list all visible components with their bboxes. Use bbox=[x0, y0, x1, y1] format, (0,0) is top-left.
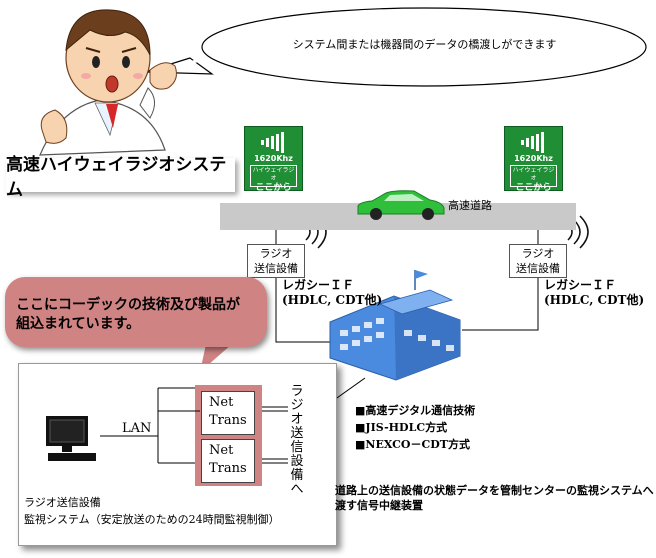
callout-text: ここにコーデックの技術及び製品が 組込まれています。 bbox=[16, 296, 260, 334]
feature-item: ■JIS-HDLC方式 bbox=[355, 421, 448, 434]
transmitter-line2: 送信設備 bbox=[516, 262, 560, 275]
car-icon bbox=[357, 190, 445, 220]
speech-bubble-text: システム間または機器間のデータの橋渡しができます bbox=[292, 38, 557, 51]
transmitter-line1: ラジオ bbox=[521, 247, 555, 260]
transmitter-line1: ラジオ bbox=[259, 247, 293, 260]
panel-caption: ラジオ送信設備 監視システム（安定放送のための24時間監視制御） bbox=[24, 494, 280, 528]
transmitter-line2: 送信設備 bbox=[254, 262, 298, 275]
radio-sign-left: 1620Khz ハイウェイラジオ ここから bbox=[244, 126, 303, 193]
sign-main-text: ここから bbox=[255, 183, 292, 193]
speech-bubble bbox=[201, 7, 647, 87]
road-label: 高速道路 bbox=[448, 199, 492, 212]
callout-line1: ここにコーデックの技術及び製品が bbox=[16, 297, 240, 313]
sign-text-box: ハイウェイラジオ ここから bbox=[250, 165, 297, 193]
nettrans-line2: Trans bbox=[209, 461, 247, 476]
panel-caption-line2: 監視システム（安定放送のための24時間監視制御） bbox=[24, 513, 280, 526]
feature-item: ■NEXCO－CDT方式 bbox=[355, 438, 470, 451]
sign-subtitle: ハイウェイラジオ bbox=[252, 167, 295, 182]
sign-main-text: ここから bbox=[515, 183, 552, 193]
sign-text-box: ハイウェイラジオ ここから bbox=[510, 165, 557, 193]
nettrans-line1: Net bbox=[209, 443, 234, 458]
relay-description: 道路上の送信設備の状態データを管制センターの監視システムへ渡す信号中継装置 bbox=[335, 484, 654, 512]
sign-frequency: 1620Khz bbox=[254, 154, 293, 163]
callout-line2: 組込まれています。 bbox=[16, 316, 141, 332]
lan-label: LAN bbox=[122, 421, 152, 436]
interface-label-right: レガシーＩＦ (HDLC, CDT他) bbox=[544, 278, 644, 308]
interface-label-left: レガシーＩＦ (HDLC, CDT他) bbox=[282, 278, 382, 308]
sign-frequency: 1620Khz bbox=[514, 154, 553, 163]
panel-caption-line1: ラジオ送信設備 bbox=[24, 496, 101, 509]
nettrans-box-lower: Net Trans bbox=[201, 439, 255, 483]
interface-protocols: (HDLC, CDT他) bbox=[282, 293, 383, 307]
nettrans-line1: Net bbox=[209, 395, 234, 410]
interface-protocols: (HDLC, CDT他) bbox=[544, 293, 645, 307]
control-center-building bbox=[329, 270, 461, 381]
broadcast-icon bbox=[261, 132, 284, 153]
radio-transmitter-vertical-label: ラジオ送信設備へ bbox=[290, 384, 304, 497]
codec-callout bbox=[5, 277, 267, 347]
broadcast-icon bbox=[521, 132, 544, 153]
transmitter-right: ラジオ 送信設備 bbox=[509, 244, 567, 278]
feature-item: ■高速デジタル通信技術 bbox=[355, 404, 476, 417]
feature-list: ■高速デジタル通信技術 ■JIS-HDLC方式 ■NEXCO－CDT方式 bbox=[355, 402, 475, 453]
radio-sign-right: 1620Khz ハイウェイラジオ ここから bbox=[504, 126, 563, 193]
sign-subtitle: ハイウェイラジオ bbox=[512, 167, 555, 182]
person-illustration bbox=[39, 9, 177, 156]
computer-icon bbox=[46, 416, 96, 461]
nettrans-box-upper: Net Trans bbox=[201, 391, 255, 435]
interface-name: レガシーＩＦ bbox=[544, 278, 617, 292]
transmitter-left: ラジオ 送信設備 bbox=[247, 244, 305, 278]
interface-name: レガシーＩＦ bbox=[282, 278, 355, 292]
nettrans-line2: Trans bbox=[209, 413, 247, 428]
system-title: 高速ハイウェイラジオシステム bbox=[6, 155, 235, 200]
